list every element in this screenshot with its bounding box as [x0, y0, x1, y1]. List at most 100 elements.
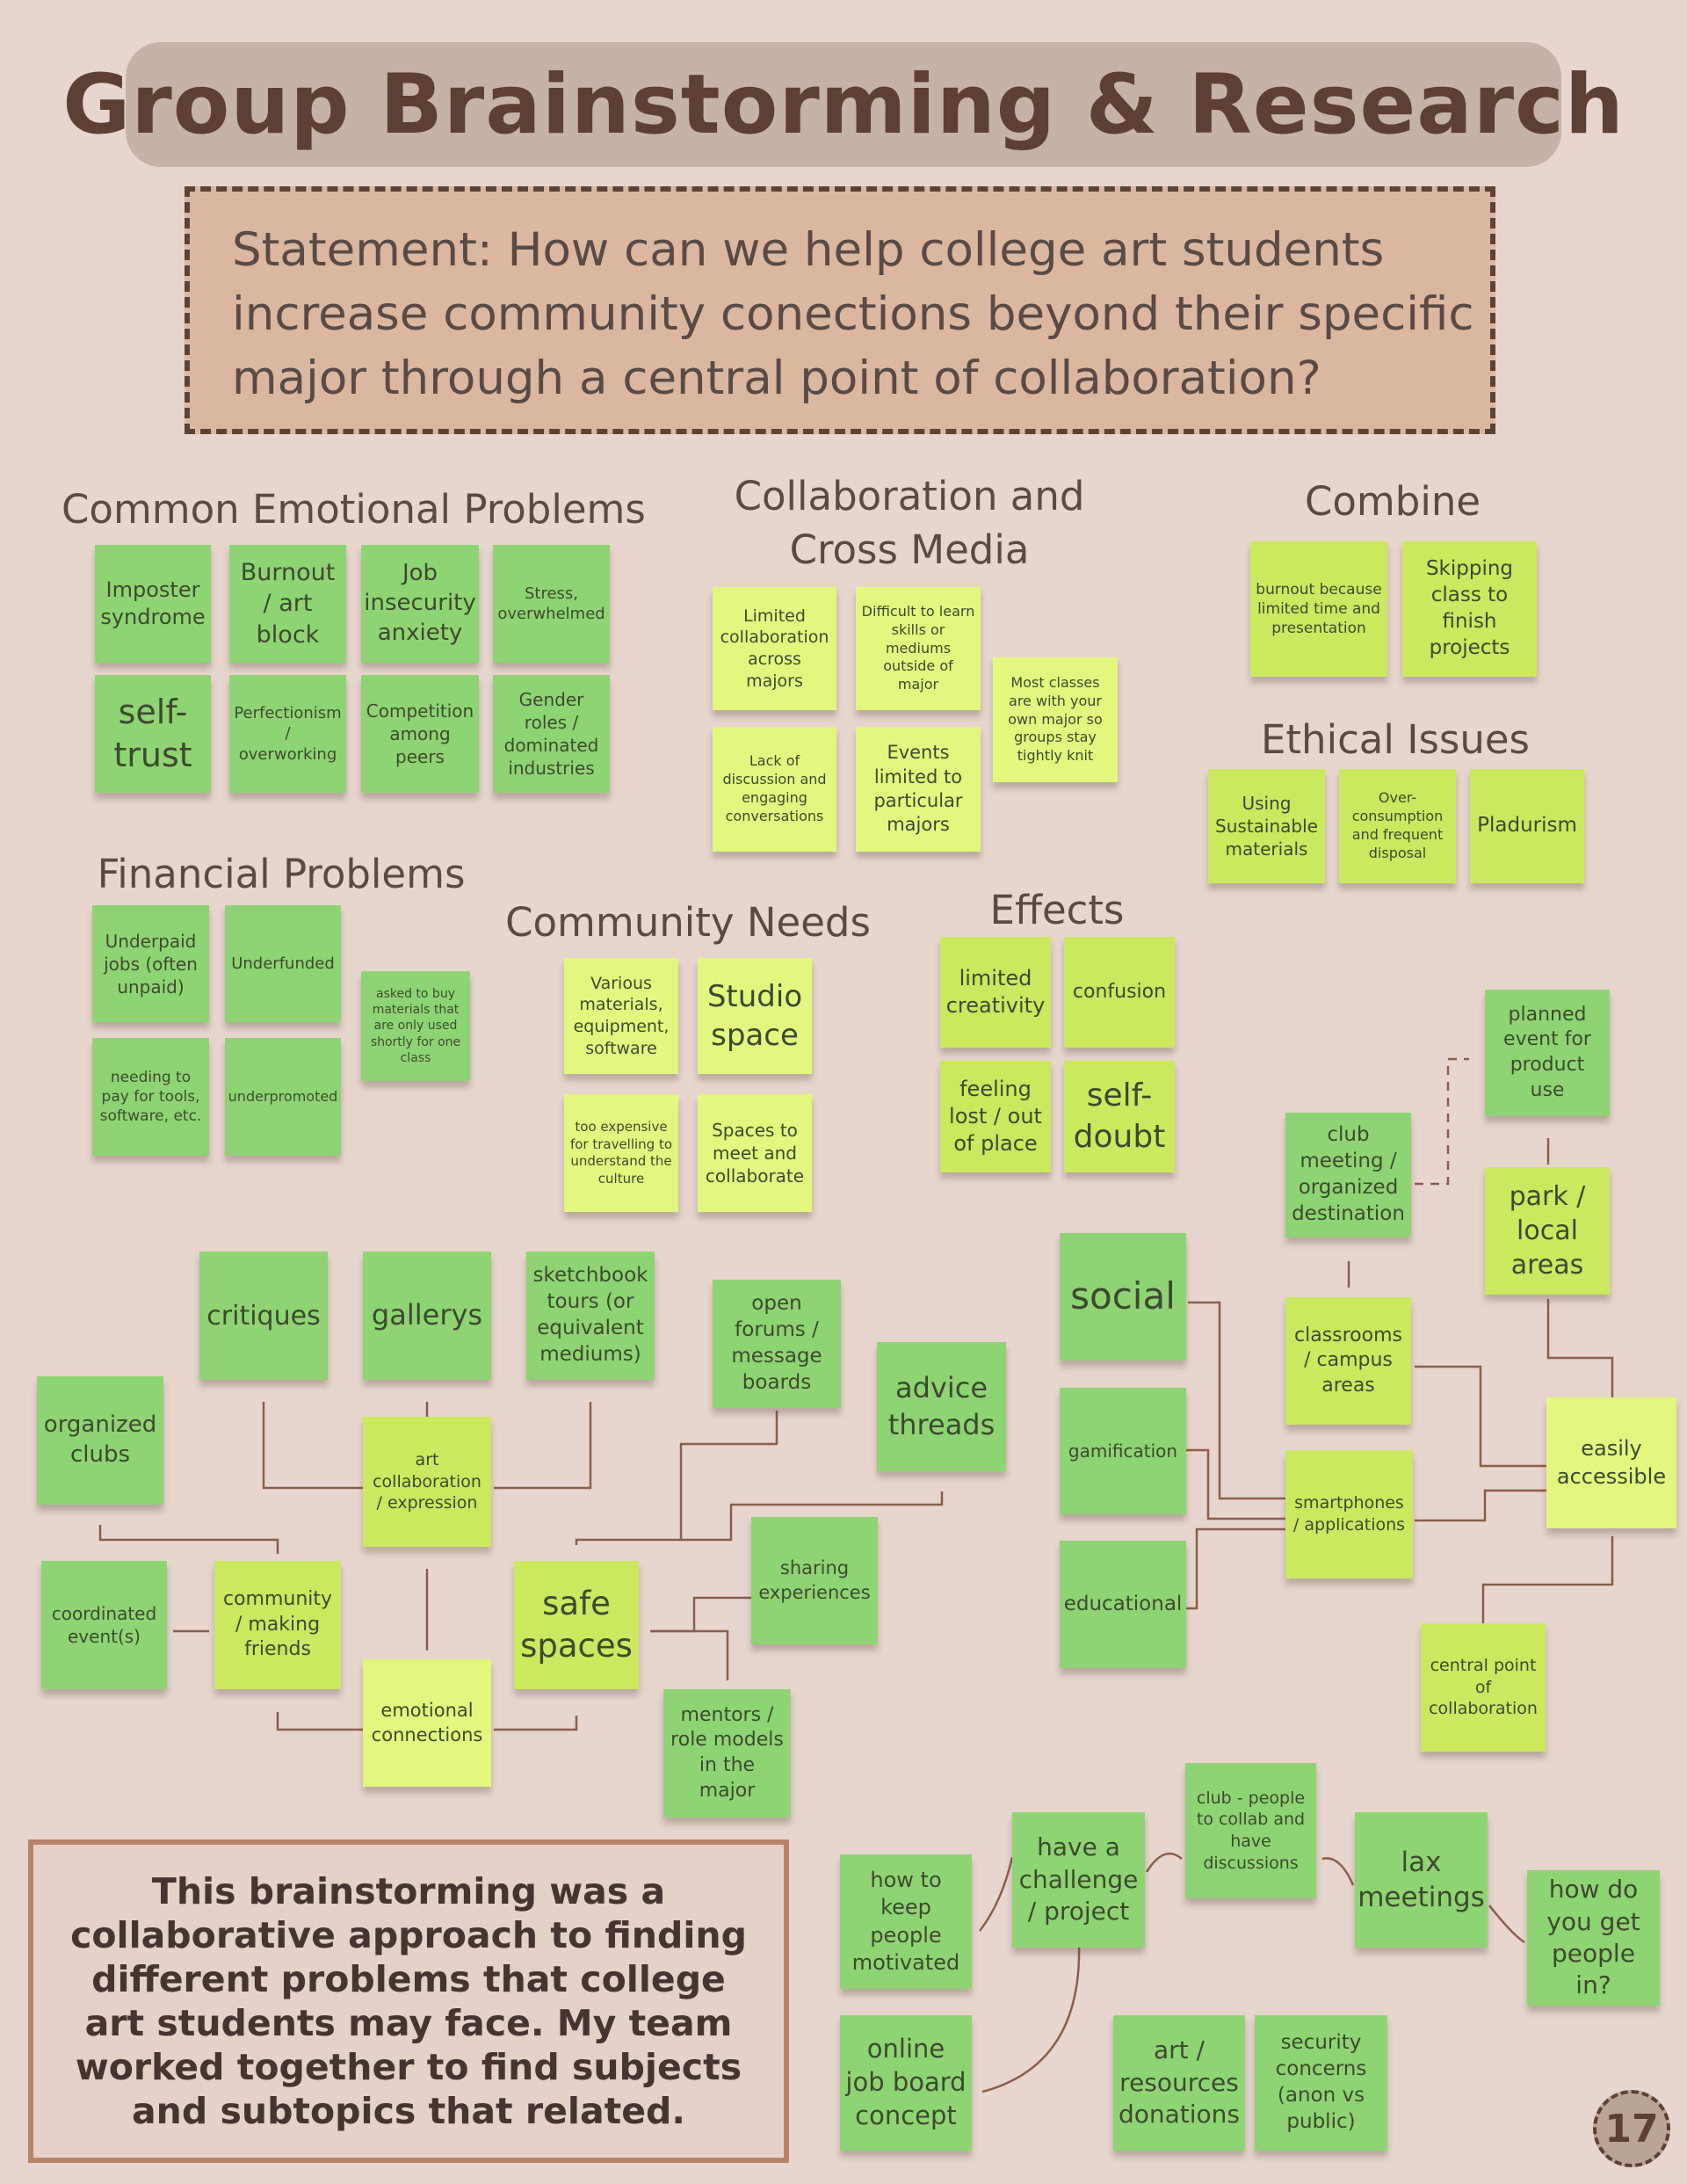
statement-line: Statement: How can we help college art s… [232, 223, 1385, 277]
sticky-note-art-collaboration: art collaboration / expression [363, 1417, 491, 1547]
sticky-note-open-forums: open forums / message boards [713, 1280, 841, 1408]
sticky-note-mentors: mentors / role models in the major [663, 1689, 791, 1818]
summary-line: art students may face. My team [84, 2002, 733, 2044]
statement-line: major through a central point of collabo… [232, 352, 1321, 405]
sticky-note-most-classes: Most classes are with your own major so … [993, 657, 1118, 782]
link-challenge-online [981, 1941, 1081, 2093]
sticky-note-classrooms: classrooms / campus areas [1285, 1297, 1411, 1425]
sticky-note-critiques: critiques [199, 1252, 328, 1380]
sticky-note-imposter-syndrome: Imposter syndrome [95, 545, 211, 663]
heading-ethical-issues: Ethical Issues [1260, 716, 1531, 763]
sticky-note-organized-clubs: organized clubs [37, 1376, 163, 1505]
sticky-note-various-materials: Various materials, equipment, software [564, 958, 678, 1074]
statement-line: increase community conections beyond the… [232, 287, 1474, 341]
summary-line: This brainstorming was a [151, 1870, 666, 1912]
sticky-note-gallerys: gallerys [363, 1252, 491, 1380]
sticky-note-skipping-class: Skipping class to finish projects [1402, 541, 1537, 677]
link-club-planned [1415, 1057, 1469, 1186]
sticky-note-stress: Stress, overwhelmed [493, 545, 610, 663]
sticky-note-underpaid-jobs: Underpaid jobs (often unpaid) [92, 905, 209, 1022]
link-safe-sharing [650, 1596, 751, 1633]
link-social-smart [1188, 1301, 1285, 1500]
link-classrooms-accessible [1415, 1365, 1546, 1468]
heading-effects: Effects [989, 887, 1125, 933]
heading-financial-problems: Financial Problems [97, 851, 466, 897]
sticky-note-self-trust: self-trust [95, 675, 211, 793]
sticky-note-social: social [1060, 1233, 1186, 1360]
sticky-note-limited-creativity: limited creativity [940, 937, 1051, 1048]
summary-line: worked together to find subjects [75, 2046, 742, 2088]
sticky-note-gender-roles: Gender roles / dominated industries [493, 675, 610, 793]
link-club-challenge [1145, 1852, 1183, 1873]
page-number-badge: 17 [1593, 2090, 1670, 2167]
summary-line: collaborative approach to finding [70, 1914, 747, 1956]
sticky-note-needing-to-pay: needing to pay for tools, software, etc. [92, 1038, 209, 1156]
sticky-note-overconsumption: Over-consumption and frequent disposal [1339, 769, 1456, 883]
sticky-note-perfectionism: Perfectionism / overworking [229, 675, 346, 793]
heading-collaboration-line2: Cross Media [789, 526, 1030, 573]
sticky-note-sharing-experiences: sharing experiences [751, 1517, 878, 1644]
sticky-note-planned-event: planned event for product use [1485, 990, 1610, 1116]
sticky-note-spaces-to-meet: Spaces to meet and collaborate [698, 1094, 812, 1212]
link-educational-smart [1186, 1527, 1285, 1610]
sticky-note-challenge-project: have a challenge / project [1012, 1812, 1145, 1948]
sticky-note-pladurism: Pladurism [1470, 769, 1584, 883]
sticky-note-competition: Competition among peers [361, 675, 479, 793]
sticky-note-events-limited: Events limited to particular majors [856, 727, 981, 852]
sticky-note-too-expensive: too expensive for travelling to understa… [564, 1094, 678, 1212]
summary-line: and subtopics that related. [132, 2090, 685, 2132]
link-community-emotional [276, 1712, 363, 1731]
sticky-note-sketchbook-tours: sketchbook tours (or equivalent mediums) [526, 1252, 655, 1380]
sticky-note-park-local: park / local areas [1485, 1167, 1610, 1295]
summary-note: This brainstorming was a collaborative a… [28, 1839, 789, 2163]
sticky-note-studio-space: Studio space [698, 958, 812, 1074]
sticky-note-lax-meetings: lax meetings [1355, 1812, 1488, 1948]
sticky-note-burnout: Burnout / art block [229, 545, 346, 663]
sticky-note-self-doubt: self-doubt [1064, 1061, 1175, 1172]
link-club-lax [1321, 1857, 1355, 1886]
link-gamification-smart [1186, 1448, 1285, 1520]
page-title: Group Brainstorming & Research [62, 56, 1625, 153]
sticky-note-feeling-lost: feeling lost / out of place [940, 1061, 1051, 1172]
link-smart-accessible [1415, 1489, 1546, 1522]
link-challenge-howto [979, 1856, 1014, 1932]
link-clubs-community [98, 1525, 279, 1554]
link-critiques-artcollab [262, 1402, 363, 1490]
sticky-note-limited-collaboration: Limited collaboration across majors [713, 587, 836, 710]
link-safe-advice [681, 1491, 944, 1542]
sticky-note-easily-accessible: easily accessible [1546, 1397, 1676, 1528]
sticky-note-job-insecurity: Job insecurity anxiety [361, 545, 479, 663]
sticky-note-difficult-to-learn: Difficult to learn skills or mediums out… [856, 587, 981, 710]
link-accessible-central [1481, 1536, 1614, 1623]
heading-community-needs: Community Needs [505, 899, 871, 946]
sticky-note-club-people: club - people to collab and have discuss… [1185, 1763, 1316, 1898]
sticky-note-burnout-time: burnout because limited time and present… [1250, 541, 1387, 677]
sticky-note-art-resources: art / resources donations [1113, 2015, 1245, 2151]
problem-statement: Statement: How can we help college art s… [185, 186, 1495, 434]
sticky-note-security-concerns: security concerns (anon vs public) [1255, 2015, 1387, 2151]
link-park-accessible [1546, 1299, 1614, 1397]
sticky-note-sustainable-materials: Using Sustainable materials [1208, 769, 1325, 883]
heading-collaboration-line1: Collaboration and [734, 473, 1085, 519]
link-emotional-safe [494, 1716, 578, 1731]
sticky-note-emotional-connections: emotional connections [363, 1659, 491, 1787]
sticky-note-asked-to-buy: asked to buy materials that are only use… [361, 971, 470, 1081]
sticky-note-how-do-you-get: how do you get people in? [1527, 1870, 1660, 2006]
sticky-note-confusion: confusion [1064, 937, 1175, 1048]
sticky-note-how-to-keep: how to keep people motivated [840, 1854, 972, 1989]
sticky-note-central-point: central point of collaboration [1421, 1623, 1546, 1752]
sticky-note-lack-of-discussion: Lack of discussion and engaging conversa… [713, 727, 836, 852]
sticky-note-safe-spaces: safe spaces [514, 1561, 639, 1689]
title-banner: Group Brainstorming & Research [62, 42, 1624, 167]
heading-combine: Combine [1304, 478, 1481, 525]
summary-line: different problems that college [91, 1958, 726, 2000]
sticky-note-community-friends: community / making friends [214, 1561, 341, 1689]
sticky-note-advice-threads: advice threads [877, 1342, 1006, 1471]
sticky-note-coordinated-events: coordinated event(s) [41, 1561, 167, 1689]
sticky-note-underpromoted: underpromoted [225, 1038, 341, 1156]
sticky-note-educational: educational [1060, 1541, 1186, 1668]
sticky-note-gamification: gamification [1060, 1388, 1186, 1514]
sticky-note-smartphones: smartphones / applications [1285, 1450, 1413, 1578]
